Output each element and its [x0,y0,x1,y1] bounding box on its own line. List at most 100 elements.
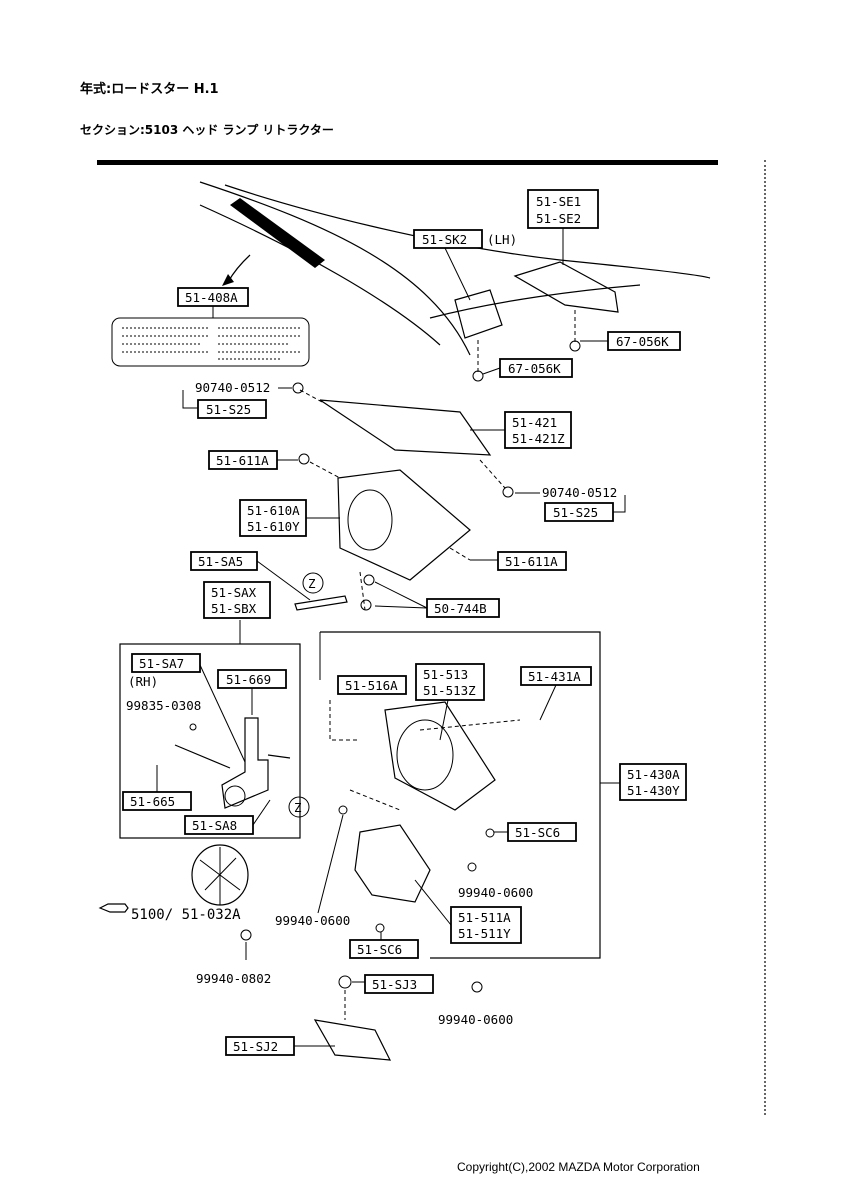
part-51-516a: 51-516A [337,675,407,695]
rh-note: (RH) [128,674,158,689]
part-90740-0512-lower: 90740-0512 [542,485,617,500]
part-51-513: 51-513 51-513Z [415,663,485,701]
part-90740-0512-lower-text: 90740-0512 [542,485,617,500]
rh-note-text: (RH) [128,674,158,689]
part-51-sj2: 51-SJ2 [225,1036,295,1056]
part-99835-0308-text: 99835-0308 [126,698,201,713]
zone-marker-z-lower: Z [294,800,302,815]
zone-marker-z-lower-text: Z [294,800,302,815]
motor-subassembly [119,620,301,839]
part-51-se2-text: 51-SE2 [536,211,581,226]
part-51-sj2-text: 51-SJ2 [233,1039,278,1054]
part-51-669: 51-669 [217,669,287,689]
mechanism-group-box [319,631,620,959]
part-51-511a: 51-511A 51-511Y [450,906,522,944]
model-year-title: 年式:ロードスター H.1 [80,82,219,97]
part-51-sa5-text: 51-SA5 [198,554,243,569]
part-51-513z-text: 51-513Z [423,683,476,698]
part-99940-0600-mid-text: 99940-0600 [275,913,350,928]
part-99940-0802: 99940-0802 [196,971,271,986]
part-67-056k-left: 67-056K [499,358,573,378]
part-51-sj3: 51-SJ3 [364,974,434,994]
part-51-421-text: 51-421 [512,415,557,430]
retractor-bracket [329,700,521,993]
part-90740-0512-upper-text: 90740-0512 [195,380,270,395]
part-51-611a-upper: 51-611A [208,450,278,470]
part-50-744b-text: 50-744B [434,601,487,616]
part-51-sax: 51-SAX 51-SBX [203,581,271,619]
part-51-se: 51-SE1 51-SE2 [527,189,599,229]
part-51-431a: 51-431A [520,666,592,686]
part-51-665-text: 51-665 [130,794,175,809]
part-67-056k-right: 67-056K [607,331,681,351]
part-99940-0600-lower: 99940-0600 [438,1012,513,1027]
part-51-sc6-right-text: 51-SC6 [515,825,560,840]
part-51-sax-text: 51-SAX [211,585,257,600]
part-99940-0600-lower-text: 99940-0600 [438,1012,513,1027]
headlamp-unit [191,844,252,960]
part-51-sa5: 51-SA5 [190,551,258,571]
part-51-sj3-text: 51-SJ3 [372,977,417,992]
lid-panel [292,382,514,498]
part-51-sc6-right: 51-SC6 [507,822,577,842]
zone-marker-z-upper-text: Z [308,576,316,591]
part-51-s25-lower-text: 51-S25 [553,505,598,520]
bottom-bracket [313,975,392,1061]
part-99940-0600-mid: 99940-0600 [275,913,350,928]
section-title: セクション:5103 ヘッド ランプ リトラクター [80,123,334,137]
header-rule [97,160,718,165]
part-51-511a-text: 51-511A [458,910,511,925]
lh-note-text: (LH) [487,232,517,247]
part-51-sa8: 51-SA8 [184,815,254,835]
part-51-516a-text: 51-516A [345,678,398,693]
part-51-sc6-lower: 51-SC6 [349,939,419,959]
part-51-sk2: 51-SK2 [413,229,483,249]
part-99940-0600-right: 99940-0600 [458,885,533,900]
part-51-sbx-text: 51-SBX [211,601,257,616]
part-90740-0512-upper: 90740-0512 [195,380,270,395]
part-51-611a-lower-text: 51-611A [505,554,558,569]
link-rod [288,572,348,818]
part-67-056k-right-text: 67-056K [616,334,669,349]
hood-outline [199,181,711,356]
part-51-s25-upper-text: 51-S25 [206,402,251,417]
lh-note: (LH) [487,232,517,247]
part-51-665: 51-665 [122,791,192,811]
part-51-431a-text: 51-431A [528,669,581,684]
retractor-covers [454,261,619,382]
part-51-s25-lower: 51-S25 [544,502,614,522]
part-51-sa8-text: 51-SA8 [192,818,237,833]
part-51-sa7-text: 51-SA7 [139,656,184,671]
copyright-notice: Copyright(C),2002 MAZDA Motor Corporatio… [457,1160,700,1174]
pointing-hand-icon [98,903,129,913]
part-51-430a-text: 51-430A [627,767,680,782]
page-edge-line [764,160,767,1115]
part-51-421z-text: 51-421Z [512,431,565,446]
part-99835-0308: 99835-0308 [126,698,201,713]
part-51-sc6-lower-text: 51-SC6 [357,942,402,957]
reference-5100-text: 5100/ 51-032A [131,907,241,923]
part-51-408a: 51-408A [177,287,249,307]
zone-marker-z-upper: Z [308,576,316,591]
part-51-421: 51-421 51-421Z [504,411,572,449]
part-51-511y-text: 51-511Y [458,926,511,941]
part-51-430y-text: 51-430Y [627,783,680,798]
part-51-513-text: 51-513 [423,667,468,682]
reference-5100: 5100/ 51-032A [131,907,241,923]
part-51-se1-text: 51-SE1 [536,194,581,209]
part-51-610y-text: 51-610Y [247,519,300,534]
part-99940-0802-text: 99940-0802 [196,971,271,986]
part-51-610a: 51-610A 51-610Y [239,499,307,537]
warning-label [111,317,310,367]
part-99940-0600-right-text: 99940-0600 [458,885,533,900]
part-67-056k-left-text: 67-056K [508,361,561,376]
part-51-sk2-text: 51-SK2 [422,232,467,247]
part-51-669-text: 51-669 [226,672,271,687]
part-51-611a-upper-text: 51-611A [216,453,269,468]
part-50-744b: 50-744B [426,598,500,618]
part-51-611a-lower: 51-611A [497,551,567,571]
bracket-frame [298,453,471,611]
part-51-430a: 51-430A 51-430Y [619,763,687,801]
part-51-408a-text: 51-408A [185,290,238,305]
